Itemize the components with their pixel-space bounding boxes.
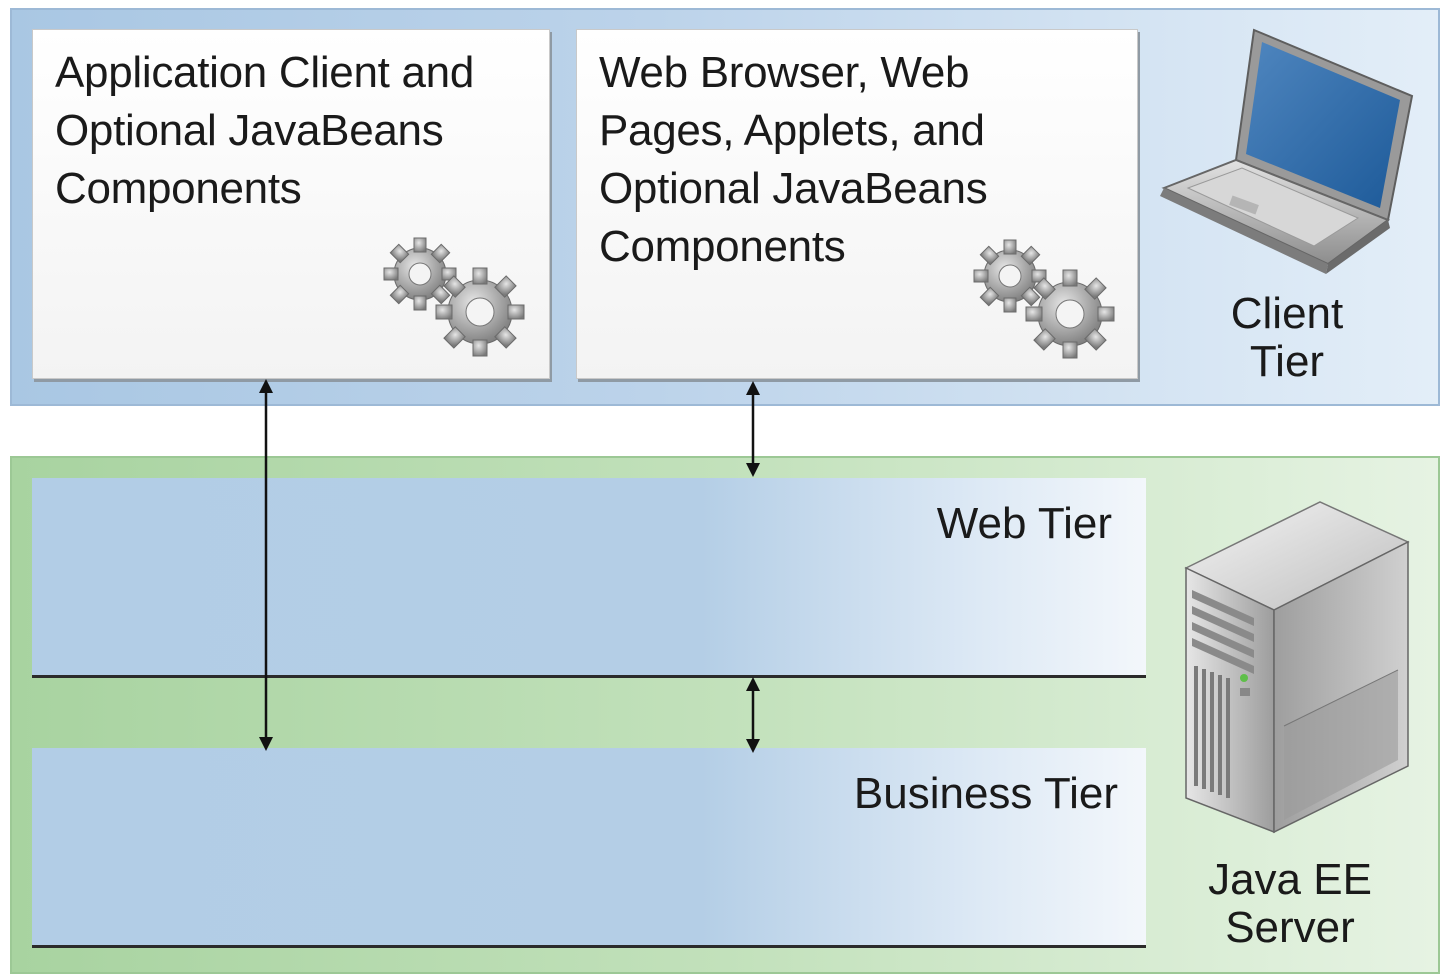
- application-client-box: Application Client and Optional JavaBean…: [32, 29, 550, 379]
- gears-icon: [383, 237, 525, 357]
- web-browser-label: Web Browser, Web Pages, Applets, and Opt…: [599, 48, 988, 271]
- client-tier-label: Client Tier: [1230, 289, 1344, 386]
- application-client-label: Application Client and Optional JavaBean…: [55, 48, 475, 213]
- java-ee-server-label: Java EE Server: [1208, 855, 1372, 952]
- web-tier-label: Web Tier: [936, 499, 1112, 548]
- business-tier-box: Business Tier: [32, 748, 1146, 948]
- web-tier-box: Web Tier: [32, 478, 1146, 678]
- server-tower-icon: [1184, 501, 1410, 834]
- gears-icon: [973, 239, 1115, 359]
- web-browser-box: Web Browser, Web Pages, Applets, and Opt…: [576, 29, 1138, 379]
- business-tier-label: Business Tier: [853, 769, 1118, 818]
- laptop-icon: [1160, 28, 1414, 274]
